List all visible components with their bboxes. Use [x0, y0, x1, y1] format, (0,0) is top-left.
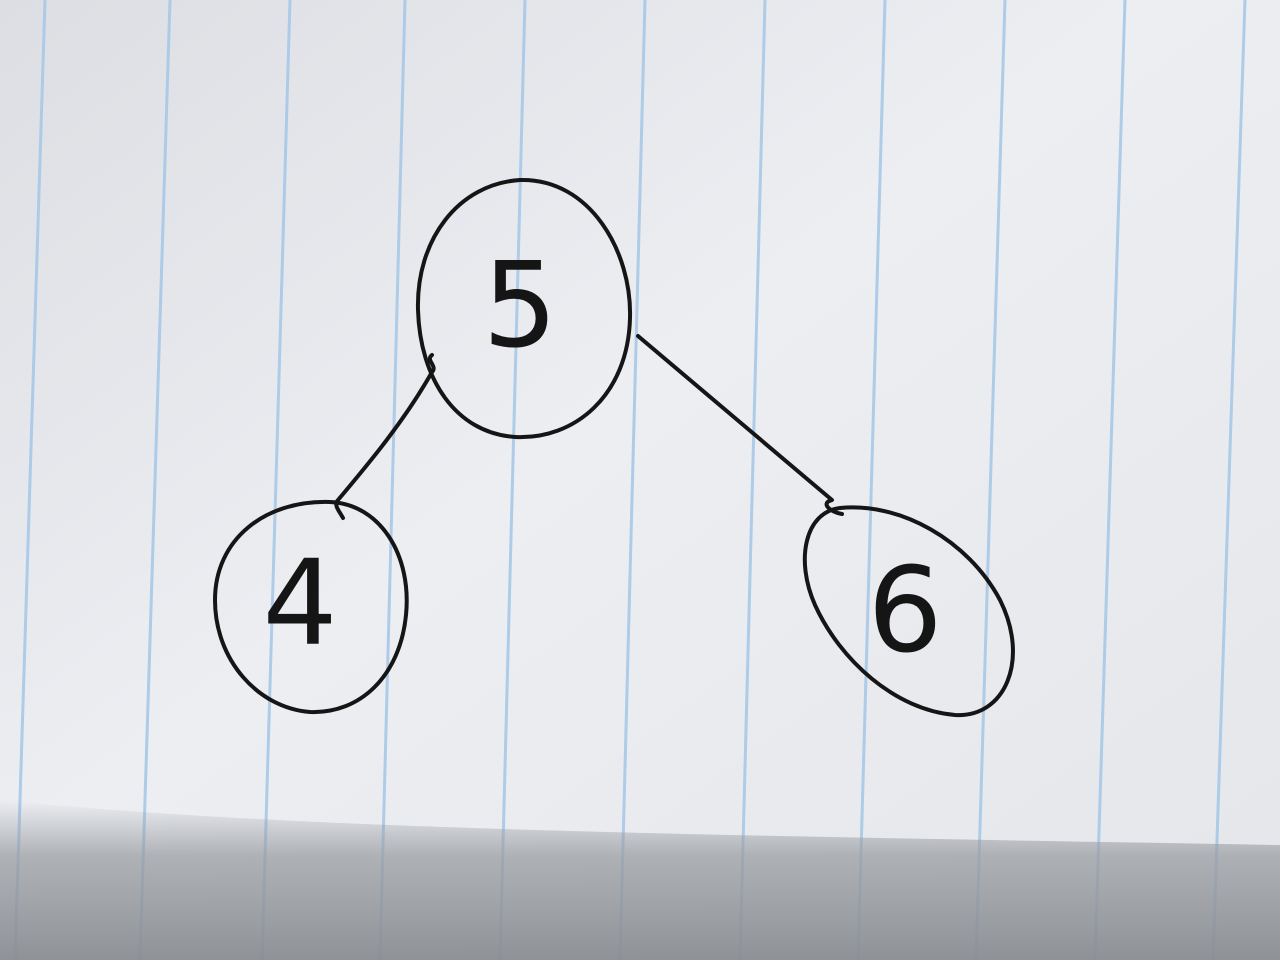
node-left-label: 4 — [262, 534, 337, 672]
node-root-label: 5 — [482, 236, 557, 374]
node-right-label: 6 — [867, 541, 942, 679]
rule-line — [974, 0, 1007, 960]
edge-root-right — [636, 334, 844, 516]
rule-line — [260, 0, 292, 960]
rule-line — [1211, 0, 1247, 960]
node-root-circle — [415, 177, 633, 440]
rule-line — [856, 0, 887, 960]
rule-line — [138, 0, 172, 960]
rule-line — [13, 0, 47, 960]
node-left-circle — [212, 499, 409, 715]
rule-line — [738, 0, 767, 960]
rule-line — [498, 0, 527, 960]
edge-root-left — [334, 353, 436, 520]
ruled-lines — [13, 0, 1247, 960]
shadow — [0, 800, 1280, 960]
node-right-circle — [802, 505, 1015, 718]
rule-line — [618, 0, 647, 960]
rule-line — [378, 0, 407, 960]
rule-line — [1093, 0, 1127, 960]
